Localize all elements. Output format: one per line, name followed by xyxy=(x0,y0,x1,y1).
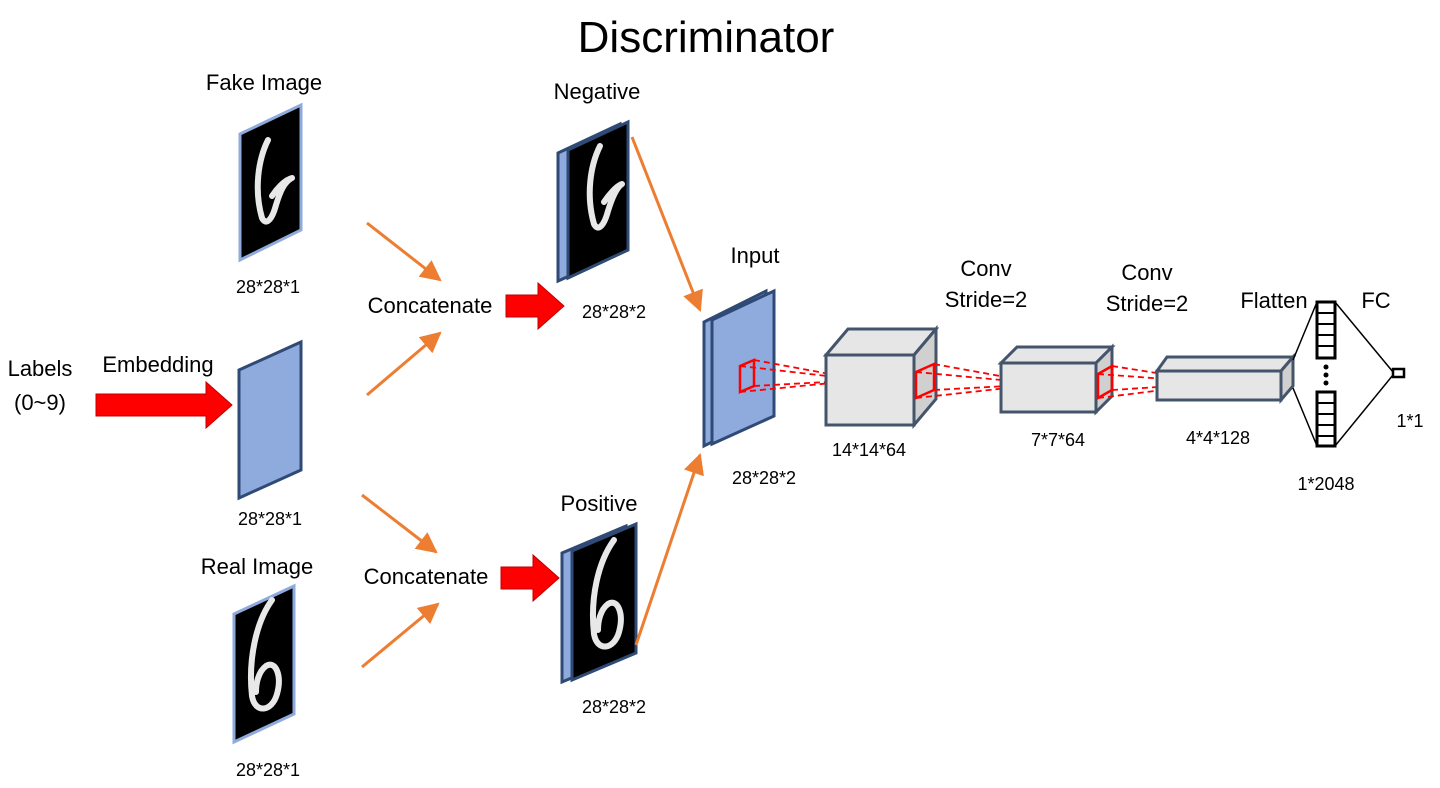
flatten-to-fc-top xyxy=(1334,301,1394,373)
positive-dim: 28*28*2 xyxy=(582,697,646,717)
conv2-dim: 7*7*64 xyxy=(1031,430,1085,450)
negative-stack xyxy=(556,119,630,284)
input-title: Input xyxy=(731,243,780,268)
fake-image-plane xyxy=(238,102,303,263)
input-stack xyxy=(702,288,776,449)
fc-output-node xyxy=(1391,367,1406,379)
feature-to-flatten-top xyxy=(1292,301,1318,361)
conv2-label-line2: Stride=2 xyxy=(1106,291,1189,316)
conv2-label-line1: Conv xyxy=(1121,260,1172,285)
conv1-label-line2: Stride=2 xyxy=(945,287,1028,312)
conv1-cube xyxy=(822,324,940,430)
negative-dim: 28*28*2 xyxy=(582,302,646,322)
arrow-positive-to-input xyxy=(634,453,704,646)
input-dim: 28*28*2 xyxy=(732,468,796,488)
embedding-dim: 28*28*1 xyxy=(238,509,302,529)
flatten-dim: 1*2048 xyxy=(1297,474,1354,494)
arrow-real-to-concat xyxy=(361,602,440,669)
labels-range-text: (0~9) xyxy=(14,390,66,415)
fake-image-dim: 28*28*1 xyxy=(236,277,300,297)
real-image-title: Real Image xyxy=(201,554,314,579)
embedding-plane xyxy=(237,339,303,501)
diagram-title: Discriminator xyxy=(578,13,835,62)
fc-dim: 1*1 xyxy=(1396,411,1423,431)
positive-stack xyxy=(560,521,638,685)
arrow-fake-to-concat xyxy=(366,221,442,282)
positive-title: Positive xyxy=(560,491,637,516)
concat-bottom-label: Concatenate xyxy=(364,564,489,589)
concat-top-label: Concatenate xyxy=(368,293,493,318)
concat-top-arrow xyxy=(505,281,565,331)
conv1-dim: 14*14*64 xyxy=(832,440,906,460)
negative-title: Negative xyxy=(554,79,641,104)
flatten-to-fc-bottom xyxy=(1334,374,1394,447)
labels-text: Labels xyxy=(8,356,73,381)
fake-image-title: Fake Image xyxy=(206,70,322,95)
conv2-cube xyxy=(997,343,1116,416)
fc-label: FC xyxy=(1361,288,1390,313)
embedding-arrow xyxy=(95,380,233,430)
feature3-cube xyxy=(1154,352,1297,405)
flatten-label: Flatten xyxy=(1240,288,1307,313)
embedding-label: Embedding xyxy=(102,352,213,377)
arrow-embed-to-concat-bottom xyxy=(361,493,438,554)
flatten-vector xyxy=(1315,300,1337,448)
conv1-label-line1: Conv xyxy=(960,256,1011,281)
feature3-dim: 4*4*128 xyxy=(1186,428,1250,448)
real-image-plane xyxy=(232,583,296,745)
arrow-negative-to-input xyxy=(630,136,703,312)
arrow-embed-to-concat-top xyxy=(366,331,442,397)
concat-bottom-arrow xyxy=(500,553,560,603)
real-image-dim: 28*28*1 xyxy=(236,760,300,780)
feature-to-flatten-bottom xyxy=(1292,387,1318,447)
